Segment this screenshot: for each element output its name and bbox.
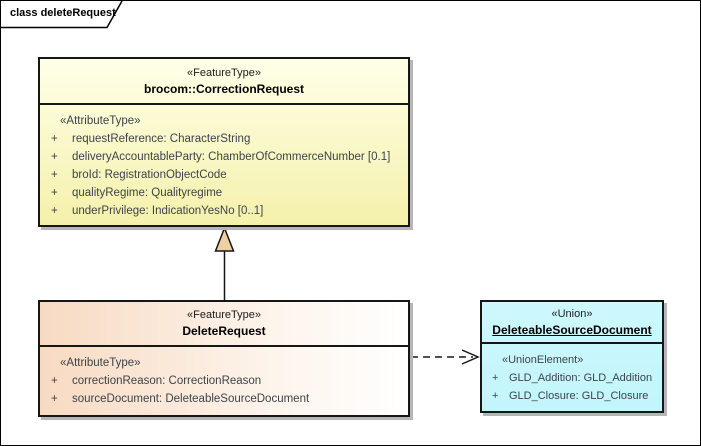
generalization-arrowhead	[214, 225, 235, 252]
attribute-text: correctionReason: CorrectionReason	[72, 375, 262, 387]
visibility-symbol: +	[51, 375, 58, 387]
attribute-text: requestReference: CharacterString	[72, 133, 251, 145]
attribute-text: GLD_Addition: GLD_Addition	[509, 372, 653, 384]
class-stereotype: «Union»	[551, 307, 593, 320]
class-header: «FeatureType» brocom::CorrectionRequest	[40, 59, 408, 105]
class-box-deleterequest[interactable]: «FeatureType» DeleteRequest «AttributeTy…	[38, 300, 410, 417]
attribute-row: + GLD_Closure: GLD_Closure	[490, 387, 656, 405]
attributes-compartment: «AttributeType» + requestReference: Char…	[40, 105, 408, 220]
attribute-text: deliveryAccountableParty: ChamberOfComme…	[72, 151, 391, 163]
attributes-stereotype: «UnionElement»	[502, 354, 584, 366]
attribute-row: + GLD_Addition: GLD_Addition	[490, 369, 656, 387]
visibility-symbol: +	[492, 390, 499, 402]
attributes-compartment: «AttributeType» + correctionReason: Corr…	[40, 347, 408, 408]
class-name: DeleteRequest	[182, 324, 266, 338]
attribute-text: broId: RegistrationObjectCode	[72, 169, 227, 181]
attribute-row: + correctionReason: CorrectionReason	[48, 372, 402, 390]
class-stereotype: «FeatureType»	[187, 66, 261, 79]
visibility-symbol: +	[51, 187, 58, 199]
attribute-text: GLD_Closure: GLD_Closure	[509, 390, 649, 402]
visibility-symbol: +	[51, 169, 58, 181]
attribute-text: sourceDocument: DeleteableSourceDocument	[72, 393, 310, 405]
class-name: DeleteableSourceDocument	[492, 322, 652, 337]
visibility-symbol: +	[51, 133, 58, 145]
attributes-stereotype: «AttributeType»	[60, 115, 141, 127]
visibility-symbol: +	[51, 151, 58, 163]
visibility-symbol: +	[51, 205, 58, 217]
dependency-connector[interactable]	[411, 349, 480, 365]
attributes-stereotype: «AttributeType»	[60, 357, 141, 369]
attribute-row: + deliveryAccountableParty: ChamberOfCom…	[48, 148, 402, 166]
visibility-symbol: +	[51, 393, 58, 405]
frame-title: class deleteRequest	[10, 7, 116, 19]
class-box-deleteablesourcedocument[interactable]: «Union» DeleteableSourceDocument «UnionE…	[480, 300, 664, 413]
attribute-row: + broId: RegistrationObjectCode	[48, 166, 402, 184]
class-box-correctionrequest[interactable]: «FeatureType» brocom::CorrectionRequest …	[38, 57, 410, 227]
attribute-row: + underPrivilege: IndicationYesNo [0..1]	[48, 202, 402, 220]
attribute-row: + sourceDocument: DeleteableSourceDocume…	[48, 390, 402, 408]
attribute-row: + qualityRegime: Qualityregime	[48, 184, 402, 202]
visibility-symbol: +	[492, 372, 499, 384]
attribute-text: qualityRegime: Qualityregime	[72, 187, 223, 199]
class-stereotype: «FeatureType»	[187, 309, 261, 321]
class-header: «FeatureType» DeleteRequest	[40, 302, 408, 347]
class-header: «Union» DeleteableSourceDocument	[482, 302, 662, 344]
class-name: brocom::CorrectionRequest	[143, 81, 304, 96]
attributes-compartment: «UnionElement» + GLD_Addition: GLD_Addit…	[482, 344, 662, 405]
attribute-text: underPrivilege: IndicationYesNo [0..1]	[72, 205, 264, 217]
generalization-connector[interactable]	[214, 225, 235, 300]
attribute-row: + requestReference: CharacterString	[48, 130, 402, 148]
dependency-arrowhead	[461, 349, 480, 365]
